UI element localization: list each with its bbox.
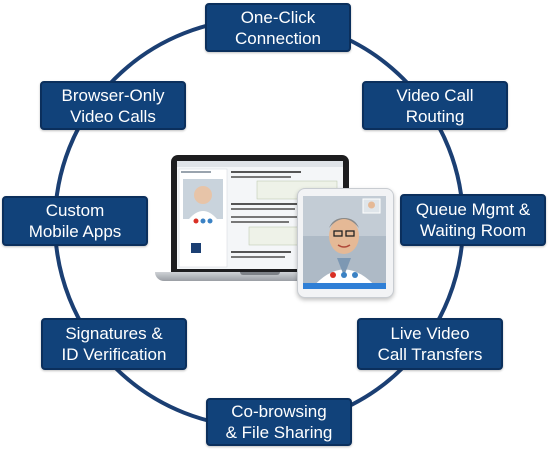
feature-line: Queue Mgmt & bbox=[415, 200, 531, 219]
feature-box-one-click-connection: One-Click Connection bbox=[205, 3, 351, 52]
feature-line: & File Sharing bbox=[225, 423, 333, 442]
feature-line: Live Video bbox=[390, 324, 470, 343]
feature-line: Connection bbox=[234, 28, 321, 48]
feature-line: Co-browsing bbox=[231, 402, 327, 421]
feature-box-live-video-call-transfers: Live Video Call Transfers bbox=[357, 318, 503, 370]
feature-line: Routing bbox=[405, 106, 465, 126]
feature-line: Mobile Apps bbox=[28, 222, 122, 241]
feature-box-signatures-id-verification: Signatures & ID Verification bbox=[41, 318, 187, 370]
feature-line: Waiting Room bbox=[419, 221, 527, 240]
feature-line: Browser-Only bbox=[61, 85, 165, 105]
laptop-screen bbox=[177, 161, 343, 269]
feature-box-video-call-routing: Video Call Routing bbox=[362, 81, 508, 130]
feature-box-co-browsing-file-sharing: Co-browsing & File Sharing bbox=[206, 398, 352, 446]
feature-box-queue-mgmt-waiting-room: Queue Mgmt & Waiting Room bbox=[400, 194, 546, 246]
laptop-notch bbox=[240, 272, 280, 275]
feature-line: Video Call bbox=[396, 85, 474, 105]
caller-name-bar bbox=[303, 283, 386, 289]
feature-line: Signatures & bbox=[65, 324, 163, 343]
feature-box-custom-mobile-apps: Custom Mobile Apps bbox=[2, 196, 148, 246]
feature-line: ID Verification bbox=[61, 345, 167, 364]
feature-line: Custom bbox=[45, 201, 105, 220]
laptop-base bbox=[155, 272, 367, 281]
feature-line: Call Transfers bbox=[377, 345, 483, 364]
feature-line: Video Calls bbox=[70, 106, 156, 126]
tablet-screen bbox=[303, 196, 386, 289]
feature-box-browser-only-video-calls: Browser-Only Video Calls bbox=[40, 81, 186, 130]
video-call-portrait bbox=[303, 196, 386, 289]
feature-line: One-Click bbox=[240, 7, 316, 27]
